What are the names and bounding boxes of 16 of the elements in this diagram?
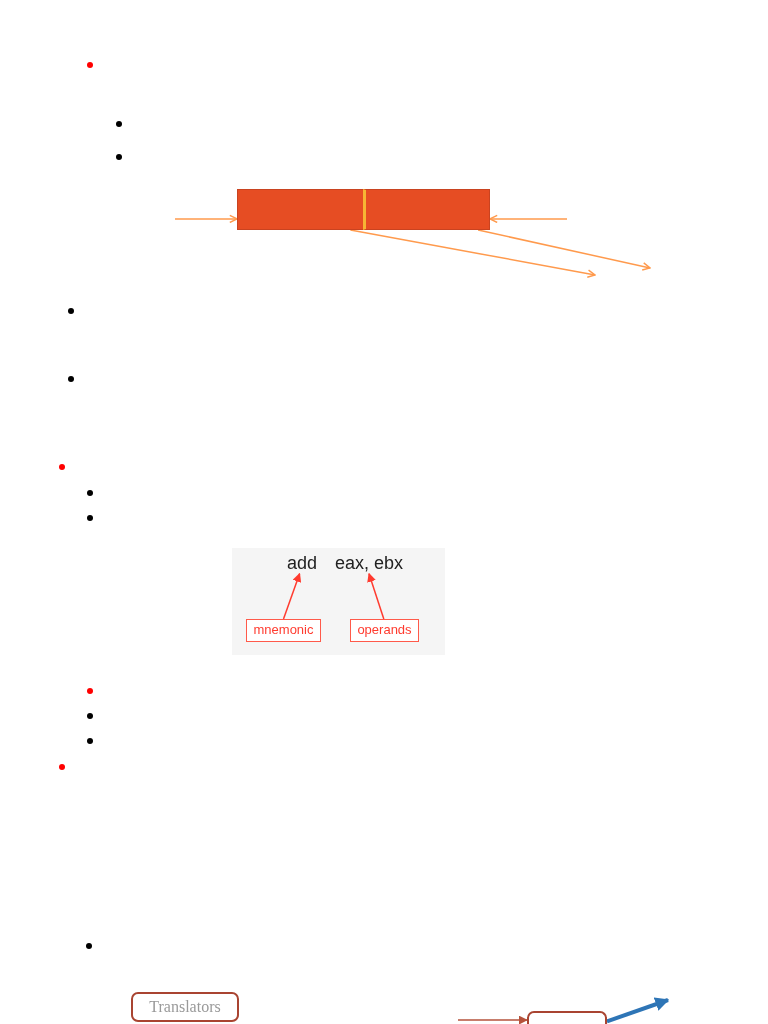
arrow: [606, 997, 670, 1024]
arrow: [349, 229, 596, 278]
callout-box: mnemonic: [246, 619, 321, 642]
arrow: [174, 214, 238, 224]
leader-line: [282, 572, 302, 620]
arrow: [477, 229, 651, 271]
process-box: [527, 1011, 607, 1024]
leader-line: [367, 572, 385, 620]
arrow: [489, 214, 568, 224]
bar-segment: [237, 189, 363, 230]
bar-segment: [363, 189, 490, 230]
arrow: [457, 1015, 528, 1024]
instruction-text: add: [287, 553, 318, 574]
callout-box: operands: [350, 619, 419, 642]
instruction-text: eax, ebx: [335, 553, 404, 574]
process-box: Translators: [131, 992, 239, 1022]
